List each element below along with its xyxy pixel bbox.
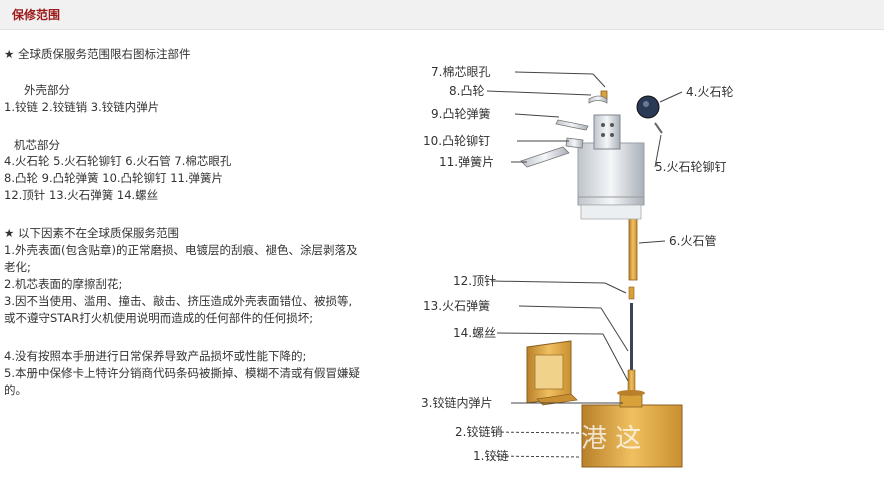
page-title: 保修范围	[12, 8, 61, 22]
header-bar: 保修范围	[0, 0, 884, 30]
watermark: 港 这	[581, 424, 641, 454]
exclusion-2: 2.机芯表面的摩擦刮花;	[4, 277, 123, 291]
lighter-insert	[520, 90, 663, 206]
exclusion-3b: 或不遵守STAR打火机使用说明而造成的任何部件的任何损坏;	[4, 311, 314, 325]
cam-part	[588, 95, 608, 104]
label-wick-hole: 7.棉芯眼孔	[431, 65, 490, 79]
lighter-parts-diagram: 7.棉芯眼孔 8.凸轮 9.凸轮弹簧 10.凸轮铆钉 11.弹簧片 4.火石轮 …	[421, 65, 733, 468]
lighter-case	[526, 340, 683, 468]
exclusion-5b: 的。	[4, 383, 27, 397]
core-parts-line-2: 8.凸轮 9.凸轮弹簧 10.凸轮铆钉 11.弹簧片	[4, 171, 223, 185]
flint-wheel-part	[636, 95, 660, 119]
flint-assembly	[627, 286, 636, 393]
scope-intro: ★ 全球质保服务范围限右图标注部件	[4, 47, 191, 61]
label-screw: 14.螺丝	[453, 326, 496, 340]
exclusion-1b: 老化;	[4, 260, 31, 274]
cam-spring-part	[555, 119, 589, 131]
shell-parts: 1.铰链 2.铰链销 3.铰链内弹片	[4, 100, 160, 114]
flint-tube-part	[627, 212, 639, 281]
core-parts-line-3: 12.顶针 13.火石弹簧 14.螺丝	[4, 188, 159, 202]
exclusion-3a: 3.因不当使用、滥用、撞击、敲击、挤压造成外壳表面错位、被损等,	[4, 294, 353, 308]
label-cam-spring: 9.凸轮弹簧	[431, 106, 490, 121]
exclusion-5a: 5.本册中保修卡上特许分销商代码条码被撕掉、模糊不清或有假冒嫌疑	[4, 366, 360, 380]
label-cam-rivet: 10.凸轮铆钉	[423, 133, 490, 148]
screw-part	[627, 369, 636, 393]
label-hinge-pin: 2.铰链销	[455, 424, 502, 439]
core-parts-line-1: 4.火石轮 5.火石轮铆钉 6.火石管 7.棉芯眼孔	[4, 154, 232, 168]
label-spring-leaf: 11.弹簧片	[439, 154, 494, 169]
label-cam: 8.凸轮	[449, 84, 484, 98]
hinge-spring-part	[619, 394, 643, 408]
label-ejector-pin: 12.顶针	[453, 273, 496, 288]
exclusions-heading: ★ 以下因素不在全球质保服务范围	[4, 226, 179, 240]
label-hinge: 1.铰链	[473, 448, 508, 463]
exclusion-1a: 1.外壳表面(包含贴章)的正常磨损、电镀层的刮痕、褪色、涂层剥落及	[4, 243, 358, 257]
core-heading: 机芯部分	[14, 138, 60, 152]
exclusion-4: 4.没有按照本手册进行日常保养导致产品损坏或性能下降的;	[4, 349, 307, 363]
leader-lines	[486, 71, 683, 458]
label-wheel-rivet: 5.火石轮铆钉	[655, 159, 726, 174]
label-flint-tube: 6.火石管	[669, 233, 716, 248]
wheel-rivet-part	[654, 122, 663, 134]
cam-rivet-part	[565, 137, 584, 149]
label-hinge-spring: 3.铰链内弹片	[421, 395, 492, 410]
label-flint-spring: 13.火石弹簧	[423, 298, 490, 313]
spring-leaf-part	[520, 146, 570, 168]
ejector-pin-part	[628, 286, 635, 300]
shell-heading: 外壳部分	[24, 83, 70, 97]
label-flint-wheel: 4.火石轮	[686, 85, 733, 99]
